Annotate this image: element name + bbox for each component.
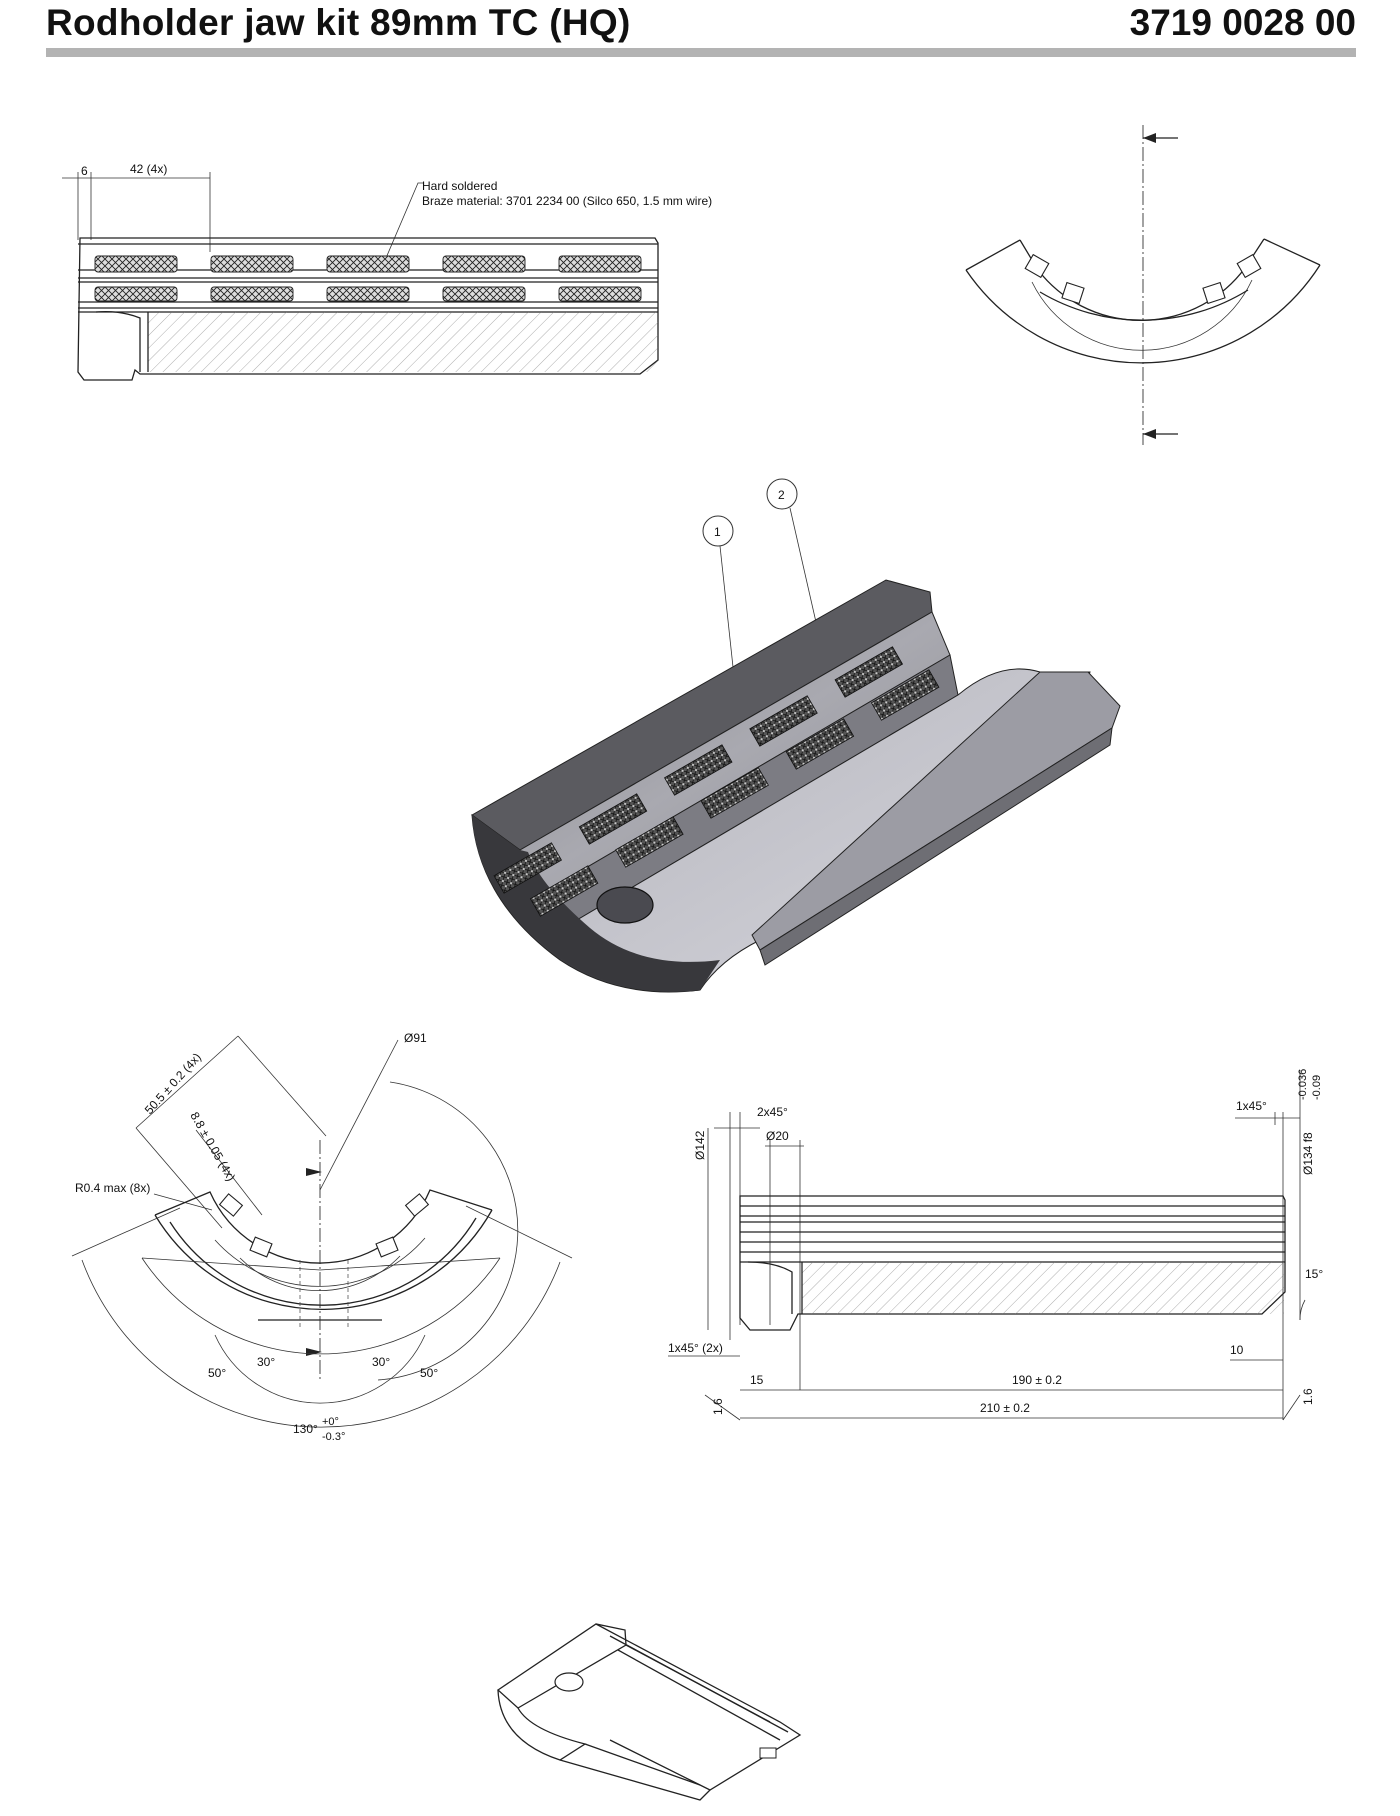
angle-130-label: 130° [293,1422,318,1436]
chamfer-1x45-label: 1x45° [1236,1099,1267,1113]
dim-15-label: 15 [750,1373,764,1387]
dim-50-5-label: 50.5 ± 0.2 (4x) [142,1050,204,1117]
bottom-iso-sketch [496,1623,802,1801]
dia-134-tol-lower: -0.09 [1311,1075,1323,1100]
dim-1-6-right-label: 1.6 [1301,1388,1315,1405]
title-underline [46,48,1356,57]
dim-10-label: 10 [1230,1343,1244,1357]
dia-142-label: Ø142 [693,1130,707,1160]
dim-210-label: 210 ± 0.2 [980,1401,1030,1415]
r04-label: R0.4 max (8x) [75,1181,150,1195]
note-hard-soldered: Hard soldered [422,179,497,193]
chamfer-1x45-2x-label: 1x45° (2x) [668,1341,723,1355]
top-section-view: 6 42 (4x) Hard soldered Braze material: … [62,162,712,381]
angle-130-tol-plus: +0° [322,1416,339,1428]
angle-50-right: 50° [420,1366,438,1380]
dia-20-label: Ø20 [766,1129,789,1143]
dim-190-label: 190 ± 0.2 [1012,1373,1062,1387]
dim-1-6-left-label: 1.6 [711,1398,725,1415]
title-block: Rodholder jaw kit 89mm TC (HQ) 3719 0028… [46,0,1356,58]
dia-134-tol-upper: -0.036 [1297,1069,1309,1100]
dim-42-label: 42 (4x) [130,162,167,176]
drawing-title: Rodholder jaw kit 89mm TC (HQ) [46,2,631,43]
dia-91-label: Ø91 [404,1031,427,1045]
isometric-view: 2 1 [471,478,1121,993]
dim-8-8-label: 8.8 ± 0.05 (4x) [187,1110,238,1184]
chamfer-2x45-label: 2x45° [757,1105,788,1119]
note-braze-material: Braze material: 3701 2234 00 (Silco 650,… [422,194,712,208]
end-view-dimensioned: Ø91 50.5 ± 0.2 (4x) 8.8 ± 0.05 (4x) R0.4… [71,1031,573,1443]
angle-30-left: 30° [257,1355,275,1369]
angle-50-left: 50° [208,1366,226,1380]
dim-6-label: 6 [81,164,88,178]
angle-130-tol-minus: -0.3° [322,1431,345,1443]
part-number: 3719 0028 00 [1129,2,1356,43]
balloon-1: 1 [714,525,721,539]
dia-134-label: Ø134 f8 [1301,1132,1315,1175]
side-section-view: Ø142 2x45° Ø20 1x45° Ø134 f8 -0.036 -0.0… [668,1069,1323,1421]
angle-30-right: 30° [372,1355,390,1369]
balloon-2: 2 [778,488,785,502]
angle-15-label: 15° [1305,1267,1323,1281]
top-end-view [965,125,1321,445]
